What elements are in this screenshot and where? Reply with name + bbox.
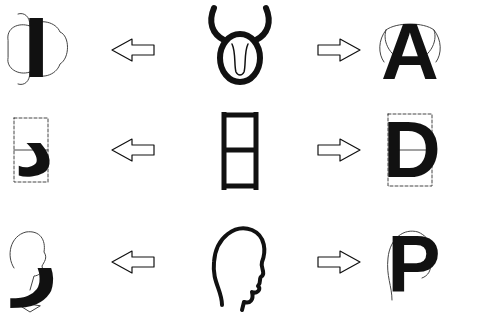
ox-head-pictogram — [211, 8, 269, 82]
hollow-arrows — [112, 39, 360, 273]
latin-letter: D — [383, 110, 441, 190]
house-pictogram — [224, 112, 256, 190]
arabic-letter: ر — [14, 223, 59, 301]
head-pictogram — [214, 228, 265, 310]
arabic-letter: د — [14, 109, 54, 187]
latin-letter: A — [381, 12, 439, 92]
arabic-letter: ا — [23, 11, 50, 89]
latin-letter: P — [387, 224, 440, 304]
